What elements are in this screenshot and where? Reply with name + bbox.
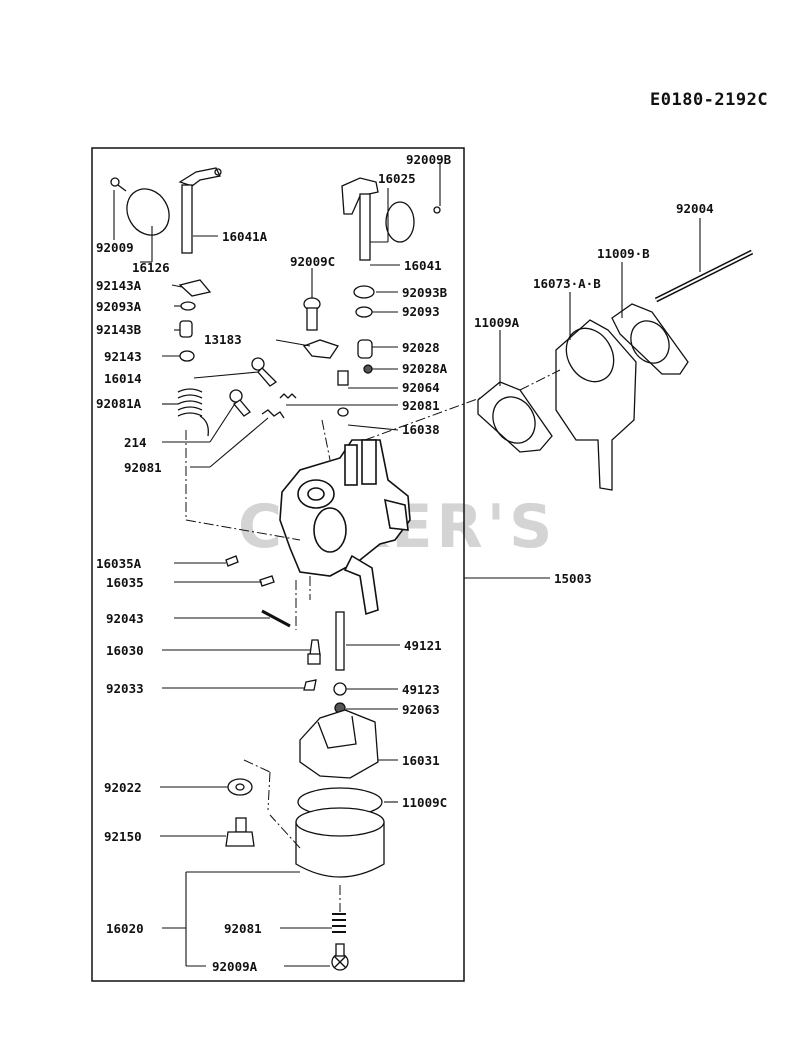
float-needle-shape [307, 639, 321, 665]
label-92063: 92063 [402, 702, 440, 717]
label-16031: 16031 [402, 753, 440, 768]
main-jet-shape [333, 682, 347, 696]
seal-a-shape [363, 364, 373, 374]
diagram-frame [91, 147, 465, 982]
label-92033: 92033 [106, 681, 144, 696]
label-16073AB: 16073·A·B [533, 276, 601, 291]
assembly-lines [185, 369, 561, 912]
float-bowl-shape [295, 822, 385, 878]
bracket-shape [302, 339, 340, 359]
label-16020: 16020 [106, 921, 144, 936]
carburetor-body-shape [279, 439, 411, 616]
choke-plate-shape [110, 177, 170, 236]
washer-b-shape [353, 285, 375, 299]
label-92081A: 92081A [96, 396, 142, 411]
adjust-screw-shape [229, 389, 251, 417]
label-92150: 92150 [104, 829, 142, 844]
label-11009A: 11009A [474, 315, 520, 330]
seal-shape [355, 306, 373, 318]
idle-screw-shape [251, 357, 278, 387]
choke-shaft-shape [178, 167, 222, 254]
label-92093: 92093 [402, 304, 440, 319]
pin-shape [337, 370, 349, 386]
label-92028: 92028 [402, 340, 440, 355]
label-92143: 92143 [104, 349, 142, 364]
leader-lines [113, 162, 701, 967]
diagram-code: E0180-2192C [650, 90, 769, 110]
label-92081-mid: 92081 [124, 460, 162, 475]
pilot-jet-shape [225, 555, 239, 567]
label-49121: 49121 [404, 638, 442, 653]
label-92081-top: 92081 [402, 398, 440, 413]
lever-shape [178, 279, 212, 297]
spring-small-shape [261, 409, 285, 419]
label-214: 214 [124, 435, 147, 450]
insulator-shape [555, 319, 637, 491]
label-49123: 49123 [402, 682, 440, 697]
spring-a-shape [177, 388, 209, 437]
label-11009C: 11009C [402, 795, 447, 810]
gasket-b-shape [611, 303, 689, 375]
label-16025: 16025 [378, 171, 416, 186]
label-16035: 16035 [106, 575, 144, 590]
label-92004: 92004 [676, 201, 714, 216]
screw-c-shape [303, 297, 321, 331]
label-16035A: 16035A [96, 556, 142, 571]
label-92143B: 92143B [96, 322, 142, 337]
label-16038: 16038 [402, 422, 440, 437]
label-92009B: 92009B [406, 152, 452, 167]
label-92043: 92043 [106, 611, 144, 626]
label-16041A: 16041A [222, 229, 268, 244]
label-13183: 13183 [204, 332, 242, 347]
collar-shape [179, 320, 193, 338]
label-92093B: 92093B [402, 285, 448, 300]
cap-shape [357, 339, 373, 359]
label-92064: 92064 [402, 380, 440, 395]
label-92009C: 92009C [290, 254, 335, 269]
label-15003: 15003 [554, 571, 592, 586]
drain-screw-shape [331, 943, 349, 971]
label-92028A: 92028A [402, 361, 448, 376]
label-92022: 92022 [104, 780, 142, 795]
float-pin-shape [261, 609, 291, 628]
drain-bolt-shape [225, 817, 255, 847]
label-16041: 16041 [404, 258, 442, 273]
label-11009B: 11009·B [597, 246, 650, 261]
spring-small-2-shape [279, 393, 297, 399]
throttle-shaft-shape [341, 177, 441, 261]
label-92081-bot: 92081 [224, 921, 262, 936]
intake-gasket-shape [477, 381, 553, 453]
jet-shape [259, 575, 275, 587]
label-16014: 16014 [104, 371, 142, 386]
label-92143A: 92143A [96, 278, 142, 293]
oring-b-shape [337, 407, 349, 417]
clip-shape [303, 679, 317, 691]
label-16126: 16126 [132, 260, 170, 275]
washer-shape [179, 350, 195, 362]
washer-c-shape [227, 778, 253, 796]
label-16030: 16030 [106, 643, 144, 658]
label-92009A: 92009A [212, 959, 258, 974]
label-92009: 92009 [96, 240, 134, 255]
oring-shape [180, 301, 196, 311]
stud-shape [654, 249, 754, 303]
spring-bottom-shape [332, 913, 346, 933]
label-92093A: 92093A [96, 299, 142, 314]
float-shape [299, 709, 379, 779]
emulsion-tube-shape [335, 611, 345, 671]
